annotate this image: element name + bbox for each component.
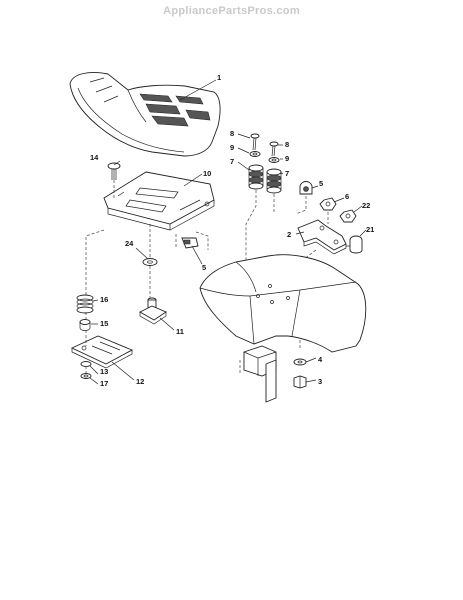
callout-7-left: 7 [230,157,234,166]
callout-5-left: 5 [202,263,206,272]
nut-22[interactable] [339,209,357,223]
bolt-14[interactable] [107,162,121,180]
callout-14: 14 [90,153,99,162]
callout-22: 22 [362,201,370,210]
washer-24[interactable] [142,258,158,266]
callout-9-right: 9 [285,154,289,163]
seat-pan[interactable] [103,171,215,231]
callout-2: 2 [287,230,291,239]
watermark: AppliancePartsPros.com [163,5,300,17]
callout-1: 1 [217,73,221,82]
callout-17: 17 [100,379,108,388]
nut-6[interactable] [319,197,337,211]
slide-plate-12[interactable] [70,335,134,369]
bumper-7-left[interactable] [248,164,264,190]
nut-3[interactable] [293,375,307,389]
support-bracket [239,345,277,403]
seat[interactable] [69,72,221,157]
latch-5-right[interactable] [299,181,313,195]
callout-8-left: 8 [230,129,234,138]
bumper-7-right[interactable] [266,168,282,194]
bolt-8-left[interactable] [250,133,260,151]
washer-4[interactable] [293,358,307,366]
washer-9-right[interactable] [268,157,280,163]
knob-21[interactable] [346,235,363,254]
washer-17[interactable] [80,373,92,379]
spring-16[interactable] [76,294,94,314]
callout-24: 24 [125,239,134,248]
bushing-15[interactable] [79,319,91,331]
nut-13[interactable] [80,361,92,367]
callout-4: 4 [318,355,323,364]
bolt-8-right[interactable] [269,141,279,157]
callout-6: 6 [345,192,349,201]
callout-10: 10 [203,169,211,178]
callout-7-right: 7 [285,169,289,178]
callout-labels: 1 14 10 24 5 16 15 11 12 13 17 8 8 9 9 7… [90,73,374,388]
latch-5-left[interactable] [181,231,209,250]
callout-16: 16 [100,295,108,304]
fender [199,254,367,353]
callout-11: 11 [176,327,184,336]
callout-21: 21 [366,225,374,234]
callout-5-right: 5 [319,179,323,188]
callout-9-left: 9 [230,143,234,152]
bracket-2[interactable] [297,219,347,255]
callout-13: 13 [100,367,108,376]
leader-lines [89,79,367,385]
callout-3: 3 [318,377,322,386]
callout-8-right: 8 [285,140,289,149]
adjust-knob-11[interactable] [139,297,167,325]
washer-9-left[interactable] [249,151,261,157]
callout-12: 12 [136,377,144,386]
callout-15: 15 [100,319,108,328]
